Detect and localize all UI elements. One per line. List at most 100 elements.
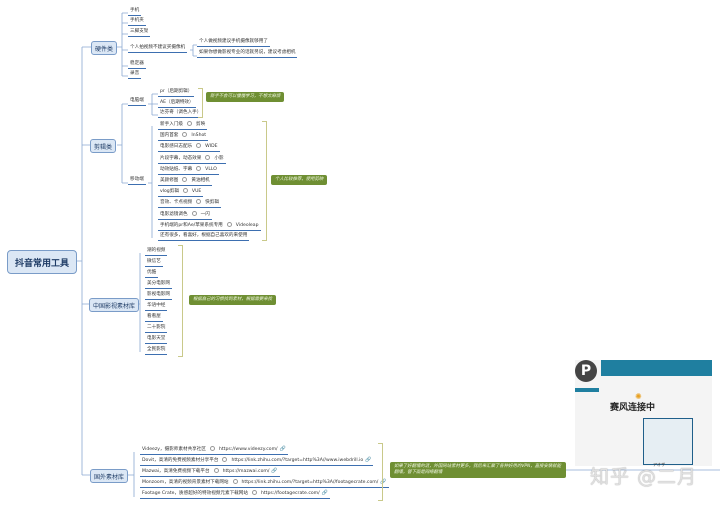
note-dot-icon: [186, 121, 192, 126]
site-description: Dovit，高清的免费视频素材分享平台: [142, 458, 219, 463]
app-name: VUE: [191, 189, 202, 195]
branch-editing[interactable]: 剪辑类: [90, 139, 117, 153]
cn-library-item[interactable]: 美分电影网: [145, 281, 172, 289]
cn-library-item[interactable]: 华语中经: [145, 303, 168, 311]
thumbnail-caption: アオザ: [653, 462, 665, 467]
mobile-app-item[interactable]: 国内首套 InShot: [158, 132, 209, 142]
app-description: 美颜修图: [160, 178, 179, 183]
note-dot-icon: [196, 199, 202, 205]
foreign-library-item[interactable]: Mazwai，高清免费视频下载平台 https://mazwai.com/🔗: [140, 468, 280, 477]
hardware-item[interactable]: 录音: [128, 71, 142, 79]
site-link[interactable]: https://footagecrate.com/: [260, 491, 320, 496]
link-icon: 🔗: [321, 490, 328, 496]
app-name: 一闪: [200, 211, 210, 217]
app-name: WIDE: [205, 144, 218, 150]
app-logo-icon: P: [575, 360, 597, 382]
foreign-library-item[interactable]: Monzoom，高清的视频背景素材下载网站 https://link.zhihu.…: [140, 479, 389, 488]
pc-software-item[interactable]: AE（后期特效）: [158, 100, 196, 108]
link-icon: 🔗: [271, 468, 278, 474]
sidebar-item-active: [575, 388, 599, 392]
pc-software-item[interactable]: pr（后期剪辑）: [158, 89, 195, 97]
note-dot-icon: [213, 468, 219, 473]
cn-library-item[interactable]: 二十影院: [145, 325, 168, 333]
hardware-item[interactable]: 手机: [128, 8, 142, 16]
mobile-app-item[interactable]: 还有很多，看喜好，根据自己喜欢的来使用: [158, 233, 250, 241]
cn-library-item[interactable]: 微信艺: [145, 259, 163, 267]
cn-note[interactable]: 根据自己的习惯找到素材，根据需要来找: [189, 295, 277, 305]
branch-foreign-library[interactable]: 国外素材库: [90, 469, 129, 483]
editing-pc-node[interactable]: 电脑端: [128, 98, 146, 106]
app-description: 音效、卡点视频: [160, 200, 193, 206]
site-description: Videezy，摄影师素材共享社区: [142, 447, 206, 452]
note-dot-icon: [196, 143, 202, 149]
foreign-note[interactable]: 如果了好翻墙的话，外国网站素材更多，我后来汇聚了各种好用的VPN，直接安装就能翻…: [390, 462, 566, 478]
site-description: Footage Crate，质感超好的特效视频元素下载网站: [142, 491, 248, 496]
cn-library-item[interactable]: 优酷: [145, 270, 159, 278]
cn-library-item[interactable]: 影视电影网: [145, 292, 172, 300]
note-dot-icon: [182, 188, 188, 194]
site-link[interactable]: https://www.videezy.com/: [218, 447, 278, 452]
bracket: [378, 443, 383, 501]
site-link[interactable]: https://link.zhihu.com/?target=http%3A//…: [241, 480, 379, 485]
camera-sub-item[interactable]: 个人做视频建议手机摄像就够用了: [197, 39, 270, 47]
link-icon: 🔗: [279, 446, 286, 452]
site-link[interactable]: https://mazwai.com/: [222, 469, 270, 474]
note-dot-icon: [232, 479, 238, 484]
pc-software-item[interactable]: 达芬奇（调色入手）: [158, 110, 204, 118]
app-header: [601, 360, 712, 376]
cn-library-item[interactable]: 电影天堂: [145, 336, 168, 344]
mobile-app-item[interactable]: 电影滤镜调色一闪: [158, 210, 212, 220]
thumbnail-title: 赛风连接中: [610, 403, 656, 413]
note-dot-icon: [205, 154, 211, 160]
loading-spinner-icon: ✺: [635, 392, 642, 401]
note-dot-icon: [182, 177, 188, 182]
mobile-app-item[interactable]: vlog剪辑 VUE: [158, 188, 204, 198]
mobile-app-item[interactable]: 新手入门级 剪映: [158, 121, 208, 130]
app-description: 片段字幕，动态效果: [160, 155, 202, 161]
pc-note[interactable]: 新手不会可以慢慢学习，不想太麻烦: [206, 92, 285, 102]
site-link[interactable]: https://link.zhihu.com/?target=http%3A//…: [231, 458, 364, 463]
note-dot-icon: [226, 221, 232, 227]
app-description: 新手入门级: [160, 122, 183, 127]
site-description: Mazwai，高清免费视频下载平台: [142, 469, 210, 474]
app-name: 剪映: [195, 122, 206, 127]
branch-cn-library[interactable]: 中国影视素材库: [89, 298, 140, 312]
cn-library-item[interactable]: 潮的视频: [145, 248, 168, 256]
hardware-item[interactable]: 三脚支架: [128, 29, 151, 37]
watermark: 知乎 @二月: [590, 466, 698, 488]
app-description: 国内首套: [160, 133, 179, 139]
cn-library-item[interactable]: 看看屋: [145, 314, 163, 322]
app-name: 黄油相机: [191, 178, 210, 183]
foreign-library-item[interactable]: Videezy，摄影师素材共享社区 https://www.videezy.com…: [140, 446, 288, 455]
bracket: [262, 121, 267, 241]
camera-sub-item[interactable]: 如果你想做影视专业的话就另说，建议考虑相机: [197, 50, 298, 58]
mobile-app-item[interactable]: 电影感日志配乐 WIDE: [158, 143, 220, 153]
note-dot-icon: [196, 165, 202, 171]
link-icon: 🔗: [365, 457, 372, 463]
app-description: 手机端的pr和Ae/苹果系统专用: [160, 222, 223, 228]
app-name: InShot: [191, 133, 207, 139]
app-description: vlog剪辑: [160, 189, 179, 195]
bracket: [198, 88, 203, 118]
hardware-item[interactable]: 个人拍视频不建议买摄像机: [128, 45, 188, 53]
hardware-item[interactable]: 稳定器: [128, 61, 146, 69]
mobile-app-item[interactable]: 美颜修图 黄油相机: [158, 177, 212, 186]
app-description: 动效贴纸、字幕: [160, 166, 193, 172]
site-description: Monzoom，高清的视频背景素材下载网站: [142, 480, 229, 485]
root-node[interactable]: 抖音常用工具: [7, 250, 77, 274]
cn-library-item[interactable]: 全民影院: [145, 347, 168, 355]
mobile-app-item[interactable]: 片段字幕，动态效果小影: [158, 154, 226, 164]
branch-hardware[interactable]: 硬件类: [91, 41, 118, 55]
link-icon: 🔗: [380, 479, 387, 485]
server-list: [643, 418, 693, 465]
editing-mobile-node[interactable]: 移动端: [128, 177, 146, 185]
mobile-app-item[interactable]: 音效、卡点视频快剪辑: [158, 199, 221, 209]
foreign-library-item[interactable]: Dovit，高清的免费视频素材分享平台 https://link.zhihu.co…: [140, 457, 374, 466]
app-description: 电影感日志配乐: [160, 144, 193, 150]
foreign-library-item[interactable]: Footage Crate，质感超好的特效视频元素下载网站 https://foo…: [140, 490, 330, 499]
hardware-item[interactable]: 手机夹: [128, 18, 146, 26]
mobile-note[interactable]: 个人比较推荐，使用剪映: [271, 175, 328, 185]
app-description: 还有很多，看喜好，根据自己喜欢的来使用: [160, 233, 248, 238]
